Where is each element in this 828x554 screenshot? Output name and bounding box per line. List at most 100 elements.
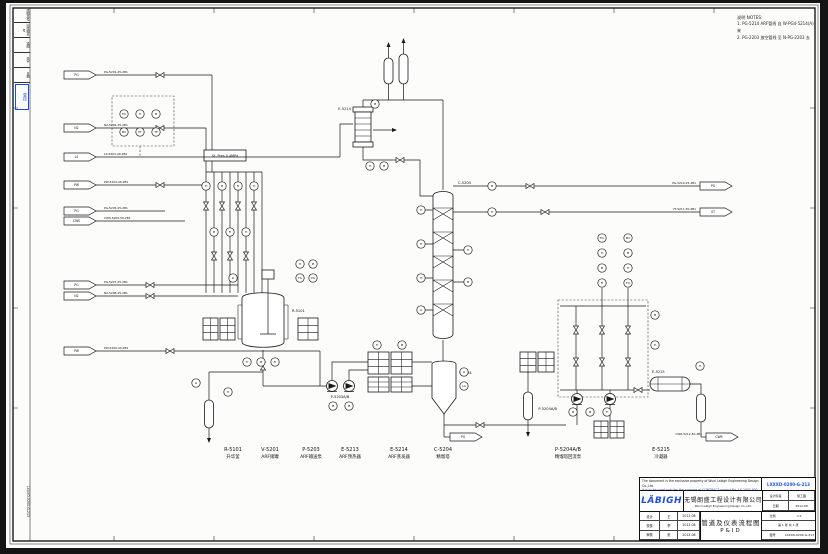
svg-text:TI: TI (204, 184, 208, 188)
instrument-bubble: TI (416, 205, 426, 215)
small-vessel (523, 391, 533, 421)
valve (598, 325, 606, 335)
tag-p5203: P-5203A/B (331, 395, 350, 399)
note-line: 2. PG-2203 放空管线 至 N-PG-2203 去 (737, 34, 810, 40)
instrument-bubble: PI (344, 401, 354, 411)
detail-block (390, 351, 413, 375)
distillation-column (432, 191, 454, 339)
valve-manifold-box (557, 299, 649, 398)
svg-text:TG: TG (297, 276, 302, 280)
sign-date: 2012.08 (678, 512, 701, 522)
sign-role: 设计 (640, 512, 661, 522)
instrument-bubble: TI (365, 161, 375, 171)
instrument-bubble: LI (191, 378, 201, 388)
svg-text:N2-5208-25-2B1: N2-5208-25-2B1 (104, 291, 128, 295)
scale-number-grid: 比例 1:1 第 1 张 共 1 张 图号 LXXXD-0200-G-213 (761, 512, 815, 540)
svg-text:TI: TI (653, 343, 657, 347)
svg-text:LI: LI (420, 308, 423, 312)
svg-text:TI: TI (226, 390, 230, 394)
svg-text:FI: FI (229, 230, 232, 234)
instrument-bubble: FI (233, 181, 243, 191)
instrument-bubble: TI (249, 181, 259, 191)
relief-capsule-1 (383, 57, 394, 85)
drawing-title: 管道及仪表流程图 P&ID (701, 512, 762, 540)
svg-text:TIC: TIC (121, 112, 127, 116)
instrument-bubble: TI (201, 181, 211, 191)
valve (210, 251, 218, 261)
general-notes: 说明 NOTES: 1. PG-5214 ARF管线 自 W-PG4-5214(… (737, 14, 817, 42)
title-block: The document is the exclusive property o… (639, 477, 816, 541)
svg-text:PG: PG (461, 435, 466, 439)
instrument-bubble: PI (623, 248, 633, 258)
condenser-e5214 (352, 106, 374, 148)
pump (571, 393, 583, 405)
valve (624, 325, 632, 335)
instrument-bubble: TI (487, 207, 497, 217)
relief-capsule-2 (398, 53, 409, 85)
svg-text:PG-5210-25-2B1: PG-5210-25-2B1 (672, 181, 696, 185)
detail-block (367, 376, 390, 393)
valve (242, 251, 250, 261)
instrument-bubble: PI (328, 401, 338, 411)
drawing-title-en: P&ID (720, 528, 742, 534)
scale-value: 1:1 (783, 512, 815, 522)
svg-text:PG-5201-25-2B1: PG-5201-25-2B1 (104, 70, 128, 74)
detail-block (297, 317, 319, 341)
svg-text:PW-5204-40-2B1: PW-5204-40-2B1 (104, 180, 128, 184)
instrument-group-box (111, 95, 175, 147)
svg-text:CWR: CWR (715, 435, 723, 439)
sign-name: 李 (660, 521, 679, 531)
instrument-bubble: LI (459, 367, 469, 377)
sign-date: 2012.08 (678, 521, 701, 531)
svg-text:PT: PT (138, 130, 142, 134)
overhead-piping (339, 43, 444, 197)
valve (226, 251, 234, 261)
svg-text:TIC: TIC (599, 236, 605, 240)
instrument-bubble: PI (597, 263, 607, 273)
notes-title: 说明 NOTES: (737, 15, 763, 20)
svg-text:TE: TE (153, 130, 158, 134)
svg-text:TI: TI (245, 360, 249, 364)
scale-label: 比例 (761, 512, 784, 522)
svg-text:PG-5205-25-2B1: PG-5205-25-2B1 (104, 206, 128, 210)
instrument-bubble: PI (397, 340, 407, 350)
sign-name: 张 (660, 530, 679, 540)
instrument-bubble: TI (416, 239, 426, 249)
svg-text:FI: FI (237, 184, 240, 188)
valve (525, 182, 535, 190)
valve (475, 421, 485, 429)
margin-cell: 签字 (13, 53, 30, 68)
stream-outlet-flag: PG (444, 432, 483, 442)
svg-text:TI: TI (466, 248, 470, 252)
valve (395, 156, 405, 164)
sign-role: 审核 (640, 530, 661, 540)
svg-text:PG: PG (74, 283, 79, 287)
valve (145, 292, 155, 300)
svg-text:PI: PI (374, 102, 377, 106)
company-name: 无锡朗盛工程设计有限公司 Wuxi Labigh Engineering Des… (684, 491, 764, 511)
detail-block (202, 317, 219, 341)
agitator-motor (261, 269, 275, 280)
valve (572, 357, 580, 367)
condenser-e5215 (649, 376, 691, 392)
left-margin-strip: 底图总号 旧底图总号 描图 签字 日期 受控 LXXXD-0200-G-213 (13, 8, 30, 541)
note-line: 1. PG-5214 ARF管线 自 W-PG4-5214(A) 来 (737, 21, 814, 33)
tag-c5204: C-5204 (458, 181, 472, 185)
paper-sheet (6, 3, 820, 548)
valve (218, 201, 226, 211)
svg-text:TI: TI (419, 276, 423, 280)
svg-text:TI: TI (298, 262, 302, 266)
margin-cell: 日期 (13, 68, 30, 83)
signature-table: 设计 王 2012.08 校核 李 2012.08 审核 张 2012.08 (640, 512, 702, 540)
valve (155, 181, 165, 189)
svg-text:PW: PW (74, 349, 79, 353)
company-logo: LÄBIGH (640, 491, 685, 511)
instrument-bubble: PI (370, 99, 380, 109)
